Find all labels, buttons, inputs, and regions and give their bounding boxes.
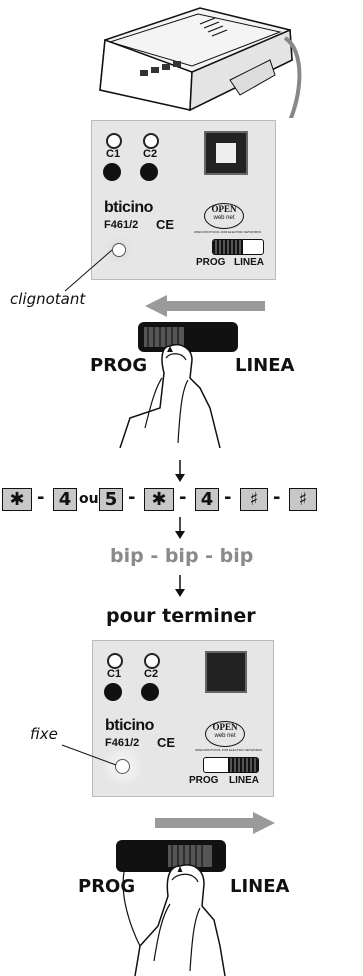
key-4-b: 4 (195, 488, 219, 511)
dial-c2-top[interactable] (140, 163, 158, 181)
led-c2-bottom (144, 653, 160, 669)
key-4-a: 4 (53, 488, 77, 511)
dash-5: - (273, 487, 281, 508)
bticino-logo-bottom: bticino (105, 717, 154, 734)
arrow-down-icon-1 (175, 460, 185, 482)
key-star-1: ✱ (2, 488, 32, 511)
dial-c1-bottom[interactable] (104, 683, 122, 701)
open-webnet-logo-bottom: OPEN web net (205, 721, 245, 747)
led-c1-top (106, 133, 122, 149)
rj11-socket-bottom (205, 651, 247, 693)
device-panel-top: C1 C2 bticino F461/2 CE OPEN web net OPE… (91, 120, 276, 280)
device-panel-bottom: C1 C2 bticino F461/2 CE OPEN web net OPE… (92, 640, 274, 797)
status-led-top (112, 243, 126, 257)
c2-label-bottom: C2 (144, 668, 159, 680)
ce-mark: CE (156, 217, 175, 232)
hand-switch-illustration-top (119, 322, 238, 448)
linea-label-bottom: LINEA (229, 775, 259, 786)
key-hash-2: ♯ (289, 488, 317, 511)
key-star-2: ✱ (144, 488, 174, 511)
telephone-handset-illustration (99, 7, 302, 118)
prog-label-step2: PROG (78, 876, 136, 897)
dash-1: - (37, 487, 45, 508)
led-state-blinking-label: clignotant (10, 290, 86, 308)
prog-linea-switch-top[interactable] (212, 239, 264, 255)
pointer-line-top (64, 249, 113, 292)
hand-switch-illustration-bottom (116, 840, 226, 976)
model-label: F461/2 (104, 219, 139, 231)
or-label: ou (79, 491, 99, 507)
dial-c1-top[interactable] (103, 163, 121, 181)
dash-3: - (179, 487, 187, 508)
rj11-socket-top (204, 131, 248, 175)
arrow-right-icon (155, 812, 275, 834)
model-label-bottom: F461/2 (105, 737, 140, 749)
dash-2: - (128, 487, 136, 508)
c1-label: C1 (106, 148, 121, 160)
linea-label-top: LINEA (234, 257, 264, 268)
beep-sequence-label: bip - bip - bip (110, 545, 254, 567)
finish-title: pour terminer (106, 605, 256, 627)
prog-linea-switch-bottom[interactable] (203, 757, 259, 773)
linea-label-step1: LINEA (235, 355, 295, 376)
key-5: 5 (99, 488, 123, 511)
open-webnet-logo: OPEN web net (204, 203, 244, 229)
open-tagline-bottom: OPEN PROTOCOL FOR ELECTRIC NETWORKS (195, 748, 263, 752)
bticino-logo: bticino (104, 199, 153, 216)
c1-label-bottom: C1 (107, 668, 122, 680)
arrow-left-icon (145, 295, 265, 317)
led-c2-top (143, 133, 159, 149)
c2-label: C2 (143, 148, 158, 160)
key-hash-1: ♯ (240, 488, 268, 511)
linea-label-step2: LINEA (230, 876, 290, 897)
prog-label-top: PROG (196, 257, 226, 268)
led-c1-bottom (107, 653, 123, 669)
prog-label-step1: PROG (90, 355, 148, 376)
pointer-line-bottom (61, 744, 117, 766)
prog-label-bottom: PROG (189, 775, 219, 786)
dash-4: - (224, 487, 232, 508)
arrow-down-icon-3 (175, 575, 185, 597)
arrow-down-icon-2 (175, 517, 185, 539)
status-led-bottom (115, 759, 130, 774)
open-tagline: OPEN PROTOCOL FOR ELECTRIC NETWORKS (194, 230, 262, 234)
dial-c2-bottom[interactable] (141, 683, 159, 701)
ce-mark-bottom: CE (157, 735, 176, 750)
led-state-steady-label: fixe (30, 725, 58, 743)
